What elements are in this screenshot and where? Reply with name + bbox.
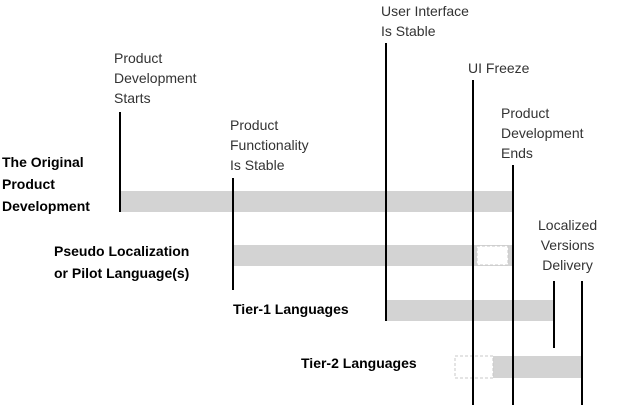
bar-original-development: [120, 191, 513, 212]
row-label-tier2: Tier-2 Languages: [301, 355, 417, 371]
bar-tier1-languages: [386, 300, 554, 321]
row-label-original: The Original Product Development: [2, 154, 90, 214]
bar-pseudo-localization: [233, 245, 513, 266]
label-dev-ends: Product Development Ends: [501, 105, 584, 161]
label-ui-stable: User Interface Is Stable: [381, 3, 469, 39]
row-label-pseudo: Pseudo Localization or Pilot Language(s): [54, 243, 190, 281]
bar-tier2-languages: [493, 356, 582, 378]
label-ui-freeze: UI Freeze: [468, 60, 530, 76]
dashed-box-pseudo: [476, 245, 509, 266]
row-label-tier1: Tier-1 Languages: [233, 301, 349, 317]
label-dev-starts: Product Development Starts: [114, 50, 197, 106]
label-localized-delivery: Localized Versions Delivery: [538, 217, 598, 273]
label-functionality-stable: Product Functionality Is Stable: [230, 117, 309, 173]
